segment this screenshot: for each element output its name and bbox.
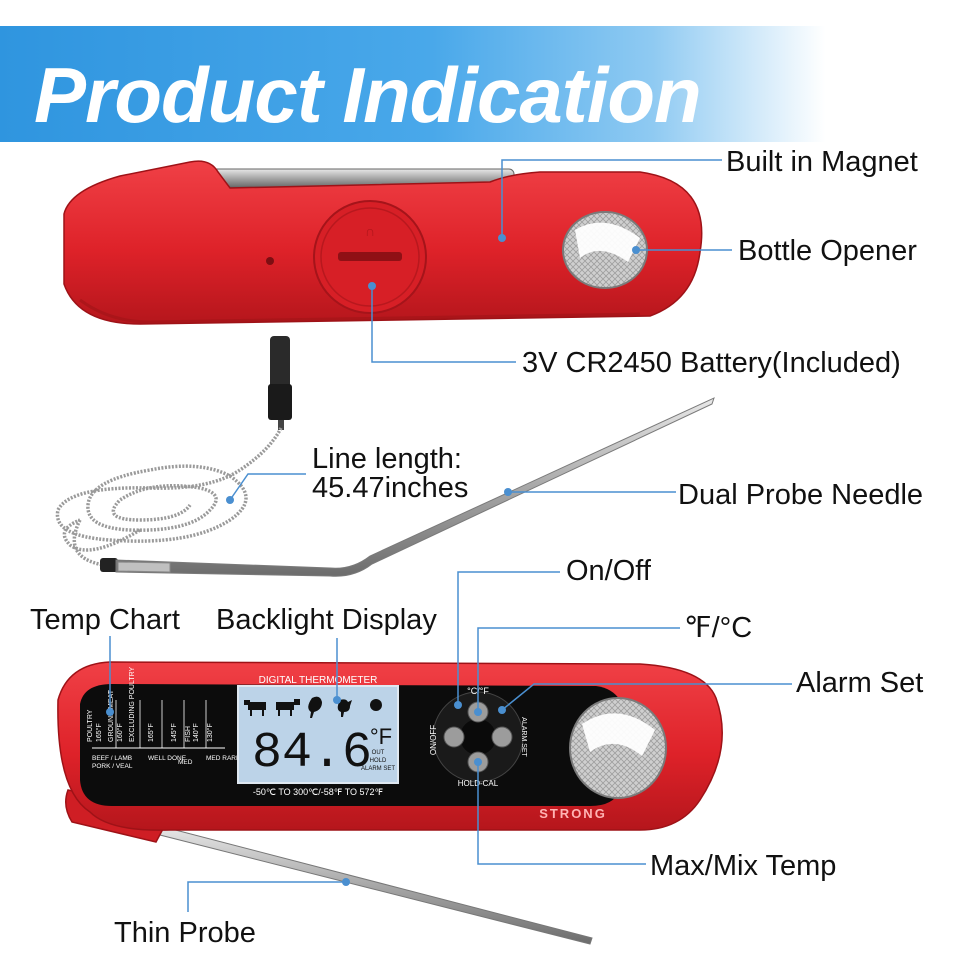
chart-temp: 140°F — [192, 723, 200, 742]
callout-backlight: Backlight Display — [216, 604, 437, 636]
chart-doneness: MED — [178, 759, 193, 766]
banner-title: Product Indication — [34, 51, 702, 139]
brand-logo: STRONG — [539, 806, 607, 821]
callout-magnet: Built in Magnet — [726, 146, 918, 178]
top-thermometer: ∩ — [63, 160, 703, 430]
callout-on-off: On/Off — [566, 555, 651, 587]
callout-lines — [109, 159, 792, 912]
temperature-range: -50℃ TO 300℃/-58℉ TO 572℉ — [253, 787, 384, 797]
chart-doneness: BEEF / LAMB — [92, 755, 132, 762]
chart-temp: 145°F — [170, 723, 178, 742]
chart-doneness: MED RARE — [206, 755, 241, 762]
alarm-set-label: ALARM SET — [520, 717, 527, 757]
callout-line-length-label: Line length: — [312, 443, 462, 475]
power-button[interactable] — [443, 726, 465, 748]
power-label: ON/OFF — [429, 725, 438, 755]
alarm-set-button[interactable] — [491, 726, 513, 748]
magnet-hole — [266, 257, 274, 265]
chart-label-excluding-poultry: EXCLUDING POULTRY — [129, 666, 136, 742]
chart-doneness: PORK / VEAL — [92, 763, 133, 770]
backlight-display: DIGITAL THERMOMETER 84.6 °F OUT HOLD ALA… — [237, 675, 399, 797]
chart-label-poultry: POULTRY — [87, 709, 94, 742]
probe-jack — [270, 336, 290, 398]
callout-line-length-value: 45.47inches — [312, 472, 469, 504]
chart-doneness: WELL DONE — [148, 755, 187, 762]
callout-max-min: Max/Mix Temp — [650, 850, 837, 882]
status-out: OUT — [372, 750, 385, 756]
callout-battery: 3V CR2450 Battery(Included) — [522, 347, 901, 379]
battery-cover: ∩ — [313, 200, 427, 314]
callout-thin-probe: Thin Probe — [114, 917, 256, 949]
temperature-unit: °F — [370, 724, 392, 749]
probe-cable — [55, 427, 283, 568]
chart-label-fish: FISH — [185, 726, 192, 742]
status-hold: HOLD — [370, 758, 387, 764]
callout-alarm-set: Alarm Set — [796, 667, 924, 699]
chart-temp: 160°F — [116, 723, 124, 742]
meat-type-icons — [244, 696, 382, 718]
status-alarm-set: ALARM SET — [361, 766, 395, 772]
callout-bottle-opener: Bottle Opener — [738, 235, 917, 267]
chart-temp: 130°F — [206, 723, 214, 742]
chart-temp: 165°F — [95, 723, 103, 742]
svg-text:∩: ∩ — [365, 223, 375, 239]
dual-probe-needle — [100, 397, 715, 577]
title-banner: Product Indication — [0, 26, 960, 142]
bottom-bottle-opener — [569, 697, 667, 799]
callout-temp-chart: Temp Chart — [30, 604, 180, 636]
callout-unit-toggle: ℉/°C — [684, 612, 753, 644]
bottom-thermometer: STRONG POULTRY 165°F GROUND MEAT 160°F E… — [57, 661, 723, 945]
callout-dual-probe: Dual Probe Needle — [678, 479, 924, 511]
callout-dots — [106, 234, 640, 886]
lcd-header: DIGITAL THERMOMETER — [259, 675, 378, 686]
chart-temp: 165°F — [147, 723, 155, 742]
temperature-reading: 84.6 — [252, 725, 372, 782]
